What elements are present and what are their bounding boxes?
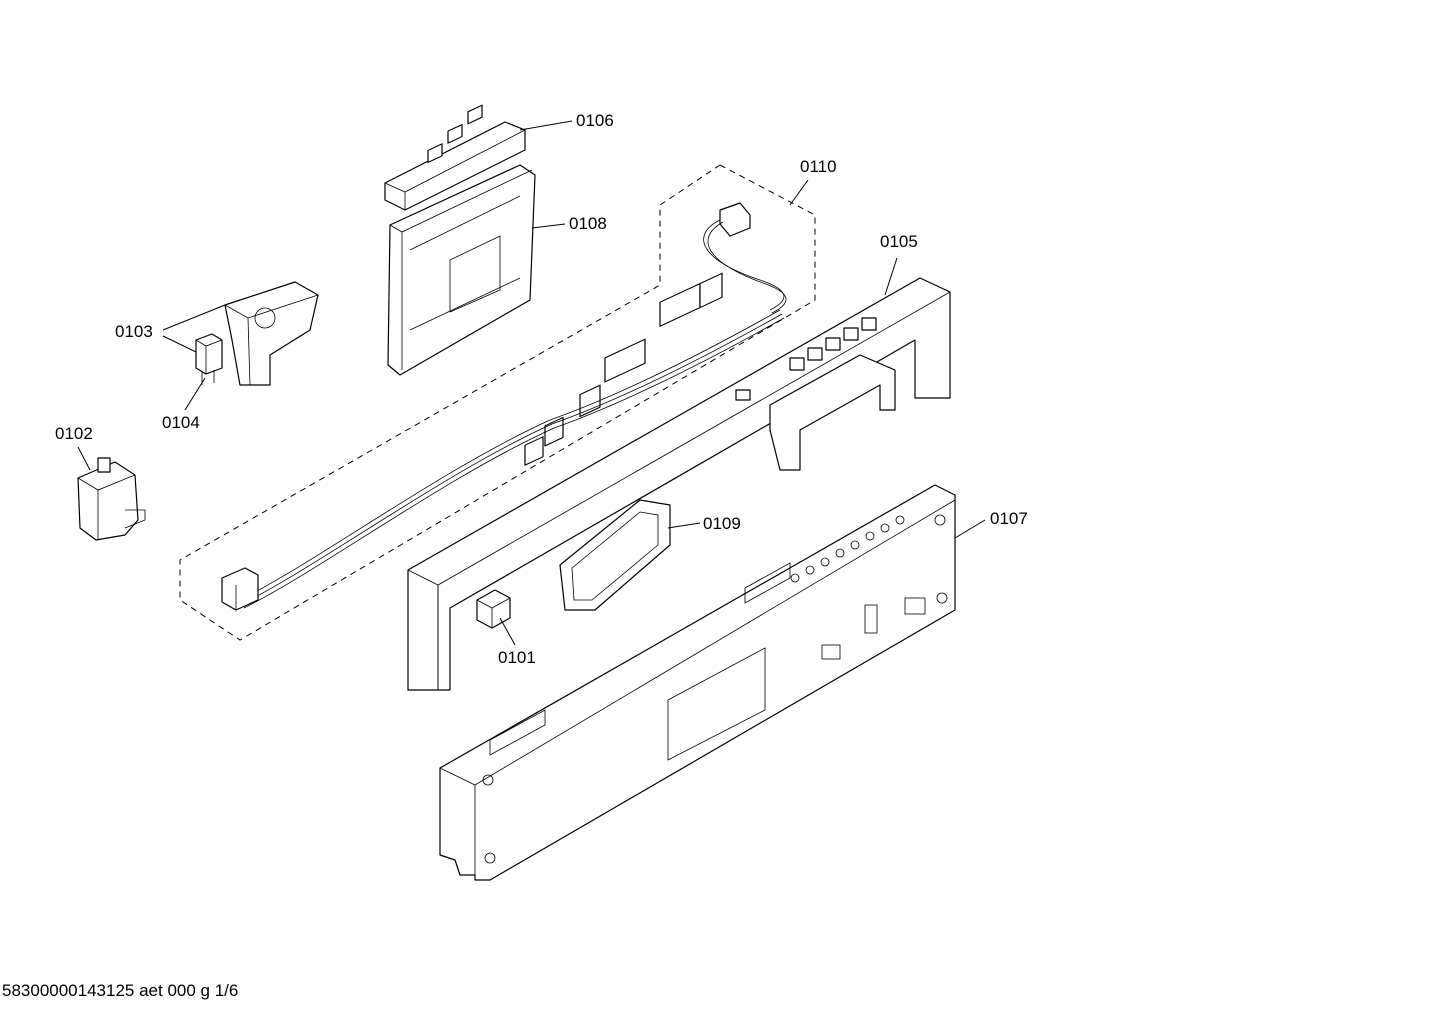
callout-0104: 0104 [162, 413, 200, 432]
part-0106-button-strip [384, 104, 526, 211]
part-0103-housing [224, 281, 319, 386]
callout-0101: 0101 [498, 648, 536, 667]
callout-labels: 0106 0110 0108 0105 0103 0104 0102 0109 … [55, 111, 1028, 667]
part-0104-relay [195, 333, 223, 385]
callout-0106: 0106 [576, 111, 614, 130]
leader-lines [77, 120, 986, 646]
callout-0102: 0102 [55, 424, 93, 443]
part-0102-switch [77, 457, 146, 541]
callout-0103: 0103 [115, 322, 153, 341]
callout-0107: 0107 [990, 509, 1028, 528]
part-0101-cap [476, 589, 511, 629]
callout-0105: 0105 [880, 232, 918, 251]
part-0107-inner-panel [439, 484, 956, 881]
callout-0108: 0108 [569, 214, 607, 233]
part-0109-handle-frame [559, 499, 671, 611]
drawing-reference-number: 58300000143125 aet 000 g 1/6 [2, 981, 239, 1000]
part-0105-front-panel [407, 277, 951, 691]
callout-0109: 0109 [703, 514, 741, 533]
callout-0110: 0110 [800, 157, 837, 176]
harness-group-boundary [179, 164, 816, 641]
part-0108-electronic-module [387, 164, 536, 376]
part-0110-wiring-harness [221, 202, 787, 611]
